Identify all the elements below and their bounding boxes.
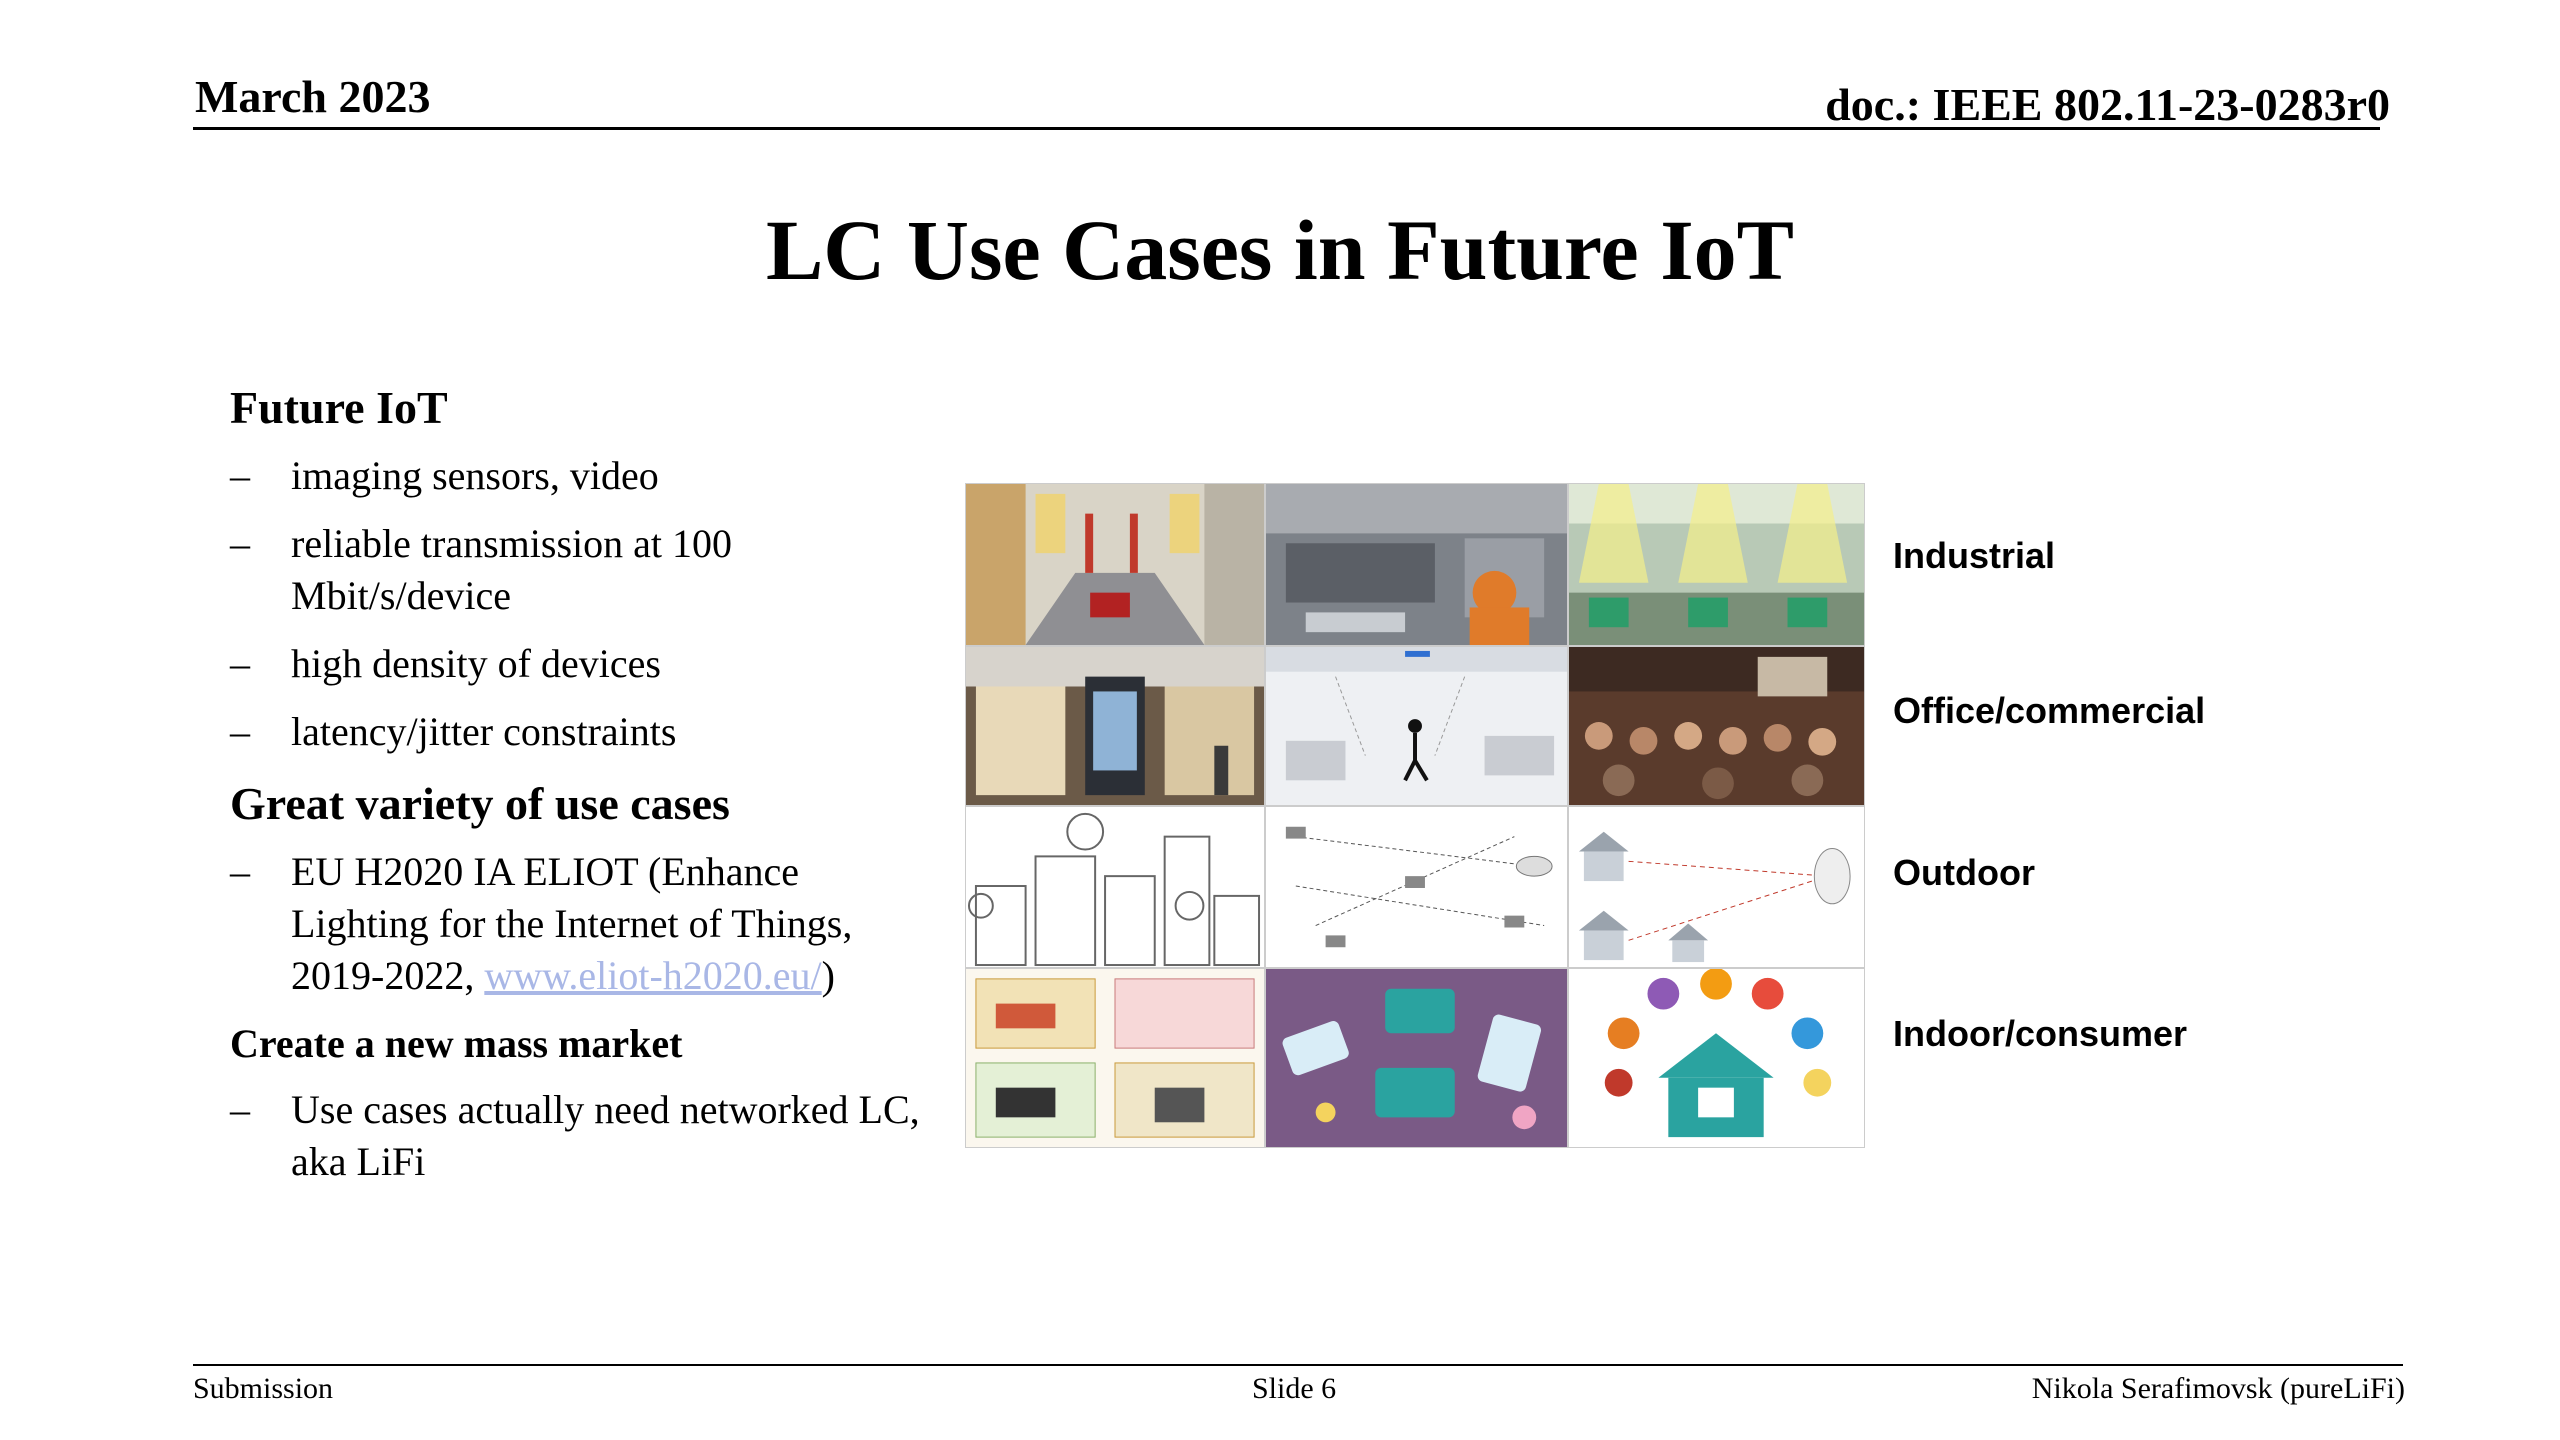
variety-list: EU H2020 IA ELIOT (Enhance Lighting for …	[230, 846, 930, 1002]
slide-body: Future IoT imaging sensors, video reliab…	[230, 378, 930, 1204]
industrial-factory-worker-image	[1265, 483, 1568, 646]
future-iot-list: imaging sensors, video reliable transmis…	[230, 450, 930, 758]
list-item: EU H2020 IA ELIOT (Enhance Lighting for …	[230, 846, 930, 1002]
footer-rule	[193, 1364, 2403, 1366]
list-item: imaging sensors, video	[230, 450, 930, 502]
use-case-image-collage	[965, 483, 1865, 1148]
header-date: March 2023	[195, 71, 431, 122]
office-conference-image	[1568, 646, 1865, 806]
indoor-smart-home-image	[1568, 968, 1865, 1148]
list-item: high density of devices	[230, 638, 930, 690]
industrial-warehouse-image	[1568, 483, 1865, 646]
outdoor-city-sketch-image	[965, 806, 1265, 968]
outdoor-fixed-wireless-image	[1568, 806, 1865, 968]
header-rule	[193, 127, 2380, 130]
list-item-text: EU H2020 IA ELIOT (Enhance Lighting for …	[291, 849, 853, 998]
category-label-indoor: Indoor/consumer	[1893, 1013, 2188, 1054]
office-lifi-diagram-image	[1265, 646, 1568, 806]
category-label-industrial: Industrial	[1893, 535, 2056, 576]
mass-market-list: Use cases actually need networked LC, ak…	[230, 1084, 930, 1188]
header-doc-id: doc.: IEEE 802.11-23-0283r0	[1825, 79, 2390, 130]
list-item: Use cases actually need networked LC, ak…	[230, 1084, 930, 1188]
list-item: latency/jitter constraints	[230, 706, 930, 758]
industrial-corridor-image	[965, 483, 1265, 646]
list-item-text: )	[821, 953, 835, 998]
footer-submission: Submission	[193, 1372, 334, 1405]
indoor-devices-illustration-image	[1265, 968, 1568, 1148]
list-item: reliable transmission at 100 Mbit/s/devi…	[230, 518, 930, 622]
footer-slide-number: Slide 6	[1252, 1372, 1337, 1405]
section-heading-future-iot: Future IoT	[230, 382, 448, 433]
section-heading-variety: Great variety of use cases	[230, 778, 730, 829]
category-label-office: Office/commercial	[1893, 690, 2206, 731]
section-heading-mass-market: Create a new mass market	[230, 1021, 683, 1066]
outdoor-network-diagram-image	[1265, 806, 1568, 968]
category-label-outdoor: Outdoor	[1893, 852, 2035, 893]
office-mall-image	[965, 646, 1265, 806]
eliot-link[interactable]: www.eliot-h2020.eu/	[484, 953, 822, 998]
indoor-home-layout-image	[965, 968, 1265, 1148]
slide-title: LC Use Cases in Future IoT	[765, 202, 1795, 298]
footer-author: Nikola Serafimovsk (pureLiFi)	[2031, 1372, 2405, 1405]
